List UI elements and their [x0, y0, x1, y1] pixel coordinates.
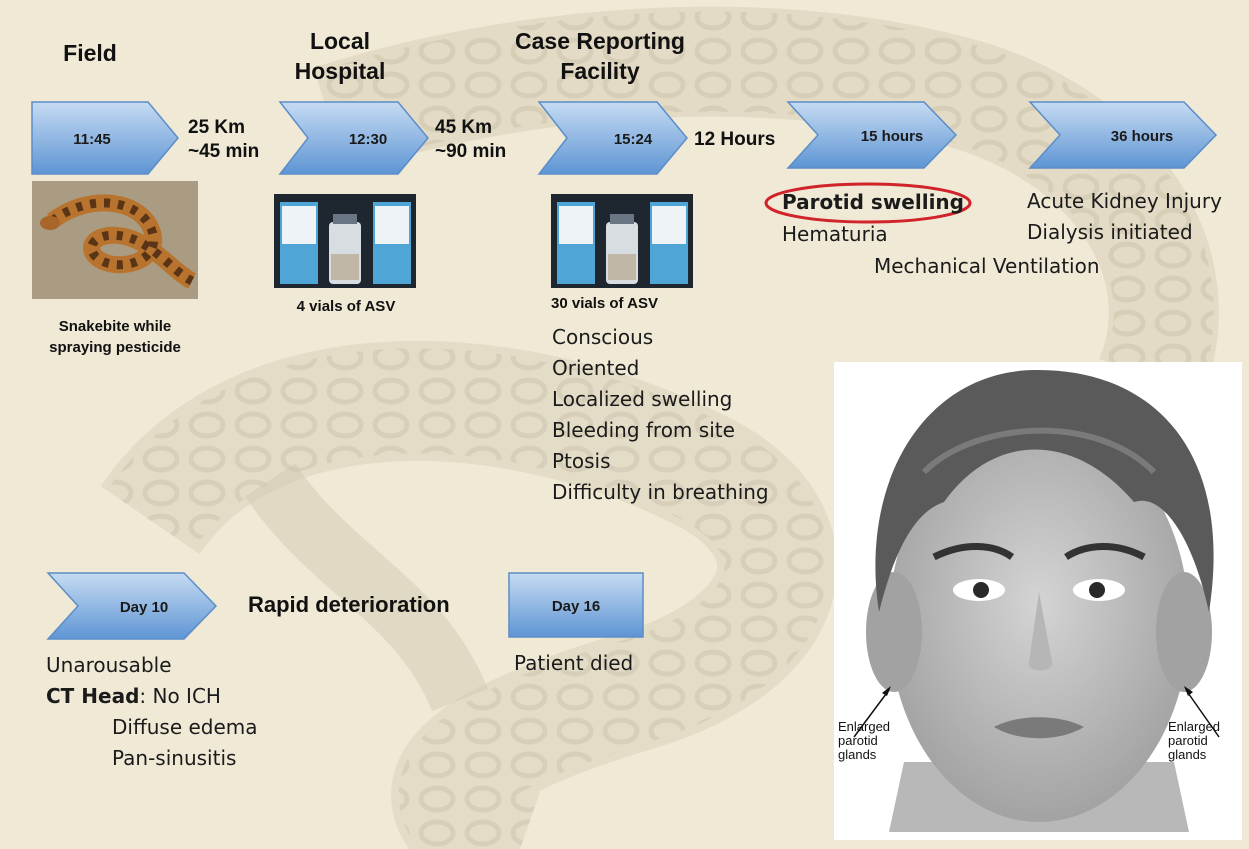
- left-parotid-label: Enlarged parotid glands: [838, 720, 890, 762]
- patient-died-text: Patient died: [514, 648, 633, 679]
- vials-photo-30: [551, 194, 693, 288]
- timeline-arrow-5: 36 hours: [1028, 100, 1218, 170]
- ct-head-label: CT Head: [46, 684, 139, 708]
- face-illustration-panel: Enlarged parotid glands Enlarged parotid…: [834, 362, 1242, 840]
- caption-snakebite: Snakebite while spraying pesticide: [22, 316, 208, 358]
- timeline-arrow-3: 15:24: [537, 100, 689, 176]
- heading-field: Field: [40, 38, 140, 68]
- arrow-2-label: 12:30: [349, 131, 387, 148]
- parotid-swelling-text: Parotid swelling: [782, 188, 964, 216]
- finding-item: Oriented: [552, 353, 769, 384]
- distance-1: 25 Km ~45 min: [188, 116, 259, 164]
- finding-item: Bleeding from site: [552, 415, 769, 446]
- arrow-3-label: 15:24: [614, 131, 653, 148]
- timeline-arrow-2: 12:30: [278, 100, 430, 176]
- day-16-label: Day 16: [552, 598, 600, 615]
- caption-4-vials: 4 vials of ASV: [260, 296, 432, 317]
- heading-local-hospital: Local Hospital: [270, 26, 410, 86]
- distance-2: 45 Km ~90 min: [435, 116, 506, 164]
- diffuse-edema-text: Diffuse edema: [112, 712, 258, 743]
- vials-photo-4: [274, 194, 416, 288]
- aki-text: Acute Kidney Injury: [1027, 186, 1222, 217]
- right-parotid-label: Enlarged parotid glands: [1168, 720, 1220, 762]
- timeline-arrow-4: 15 hours: [786, 100, 958, 170]
- finding-item: Difficulty in breathing: [552, 477, 769, 508]
- finding-item: Ptosis: [552, 446, 769, 477]
- arrow-5-label: 36 hours: [1111, 128, 1174, 145]
- ct-head-result: : No ICH: [139, 684, 221, 708]
- rapid-deterioration-text: Rapid deterioration: [248, 592, 450, 618]
- timeline-arrow-1: 11:45: [30, 100, 180, 176]
- day-16-box: Day 16: [508, 572, 644, 638]
- arrow-4-label: 15 hours: [861, 128, 924, 145]
- snake-photo: [32, 181, 198, 299]
- ct-head-line: CT Head: No ICH: [46, 681, 221, 712]
- finding-item: Localized swelling: [552, 384, 769, 415]
- day-10-arrow: Day 10: [46, 571, 218, 641]
- pan-sinusitis-text: Pan-sinusitis: [112, 743, 236, 774]
- distance-3: 12 Hours: [694, 128, 775, 152]
- hematuria-text: Hematuria: [782, 220, 888, 248]
- caption-30-vials: 30 vials of ASV: [551, 293, 658, 314]
- heading-case-facility: Case Reporting Facility: [490, 26, 710, 86]
- finding-item: Conscious: [552, 322, 769, 353]
- facility-findings: Conscious Oriented Localized swelling Bl…: [552, 322, 769, 508]
- arrow-1-label: 11:45: [73, 131, 111, 148]
- mechanical-ventilation-text: Mechanical Ventilation: [874, 252, 1100, 280]
- dialysis-text: Dialysis initiated: [1027, 217, 1193, 248]
- face-illustration: [834, 362, 1242, 840]
- unarousable-text: Unarousable: [46, 650, 172, 681]
- day-10-label: Day 10: [120, 599, 168, 616]
